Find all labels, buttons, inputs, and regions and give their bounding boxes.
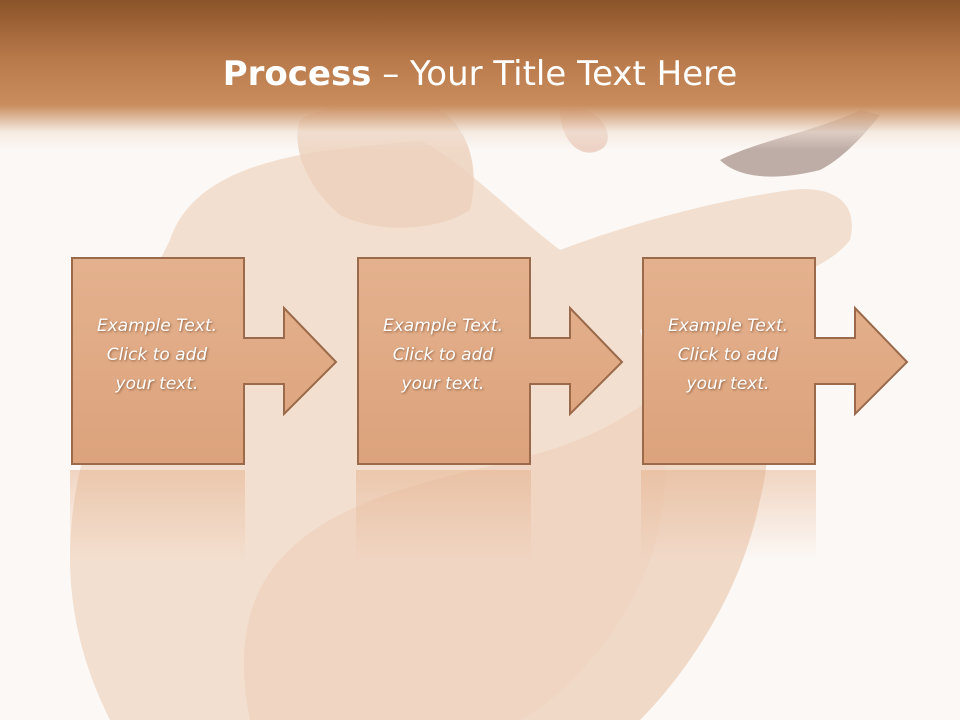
arrow-box-shape [642,257,909,465]
step-text-line: Example Text. [382,316,504,336]
process-step-1[interactable]: Example Text. Click to add your text. [70,256,340,468]
step-text-line: Click to add [392,345,494,365]
slide-title: Process – Your Title Text Here [0,52,960,96]
title-bold: Process [222,54,372,94]
step-text-line: Click to add [106,345,208,365]
arrow-box-shape [357,257,624,465]
step-text-line: Click to add [677,345,779,365]
step-text-line: Example Text. [96,316,218,336]
step-text-line: your text. [115,374,199,394]
process-step-2[interactable]: Example Text. Click to add your text. [356,256,626,468]
arrow-box-shape [71,257,338,465]
step-text-line: Example Text. [667,316,789,336]
process-step-3[interactable]: Example Text. Click to add your text. [641,256,911,468]
step-reflection [356,470,531,560]
step-text-line: your text. [401,374,485,394]
step-reflection [70,470,245,560]
title-rest: – Your Title Text Here [371,54,738,94]
step-text-line: your text. [686,374,770,394]
title-bar [0,0,960,150]
step-text[interactable]: Example Text. Click to add your text. [358,312,528,399]
step-reflection [641,470,816,560]
step-text[interactable]: Example Text. Click to add your text. [72,312,242,399]
step-text[interactable]: Example Text. Click to add your text. [643,312,813,399]
